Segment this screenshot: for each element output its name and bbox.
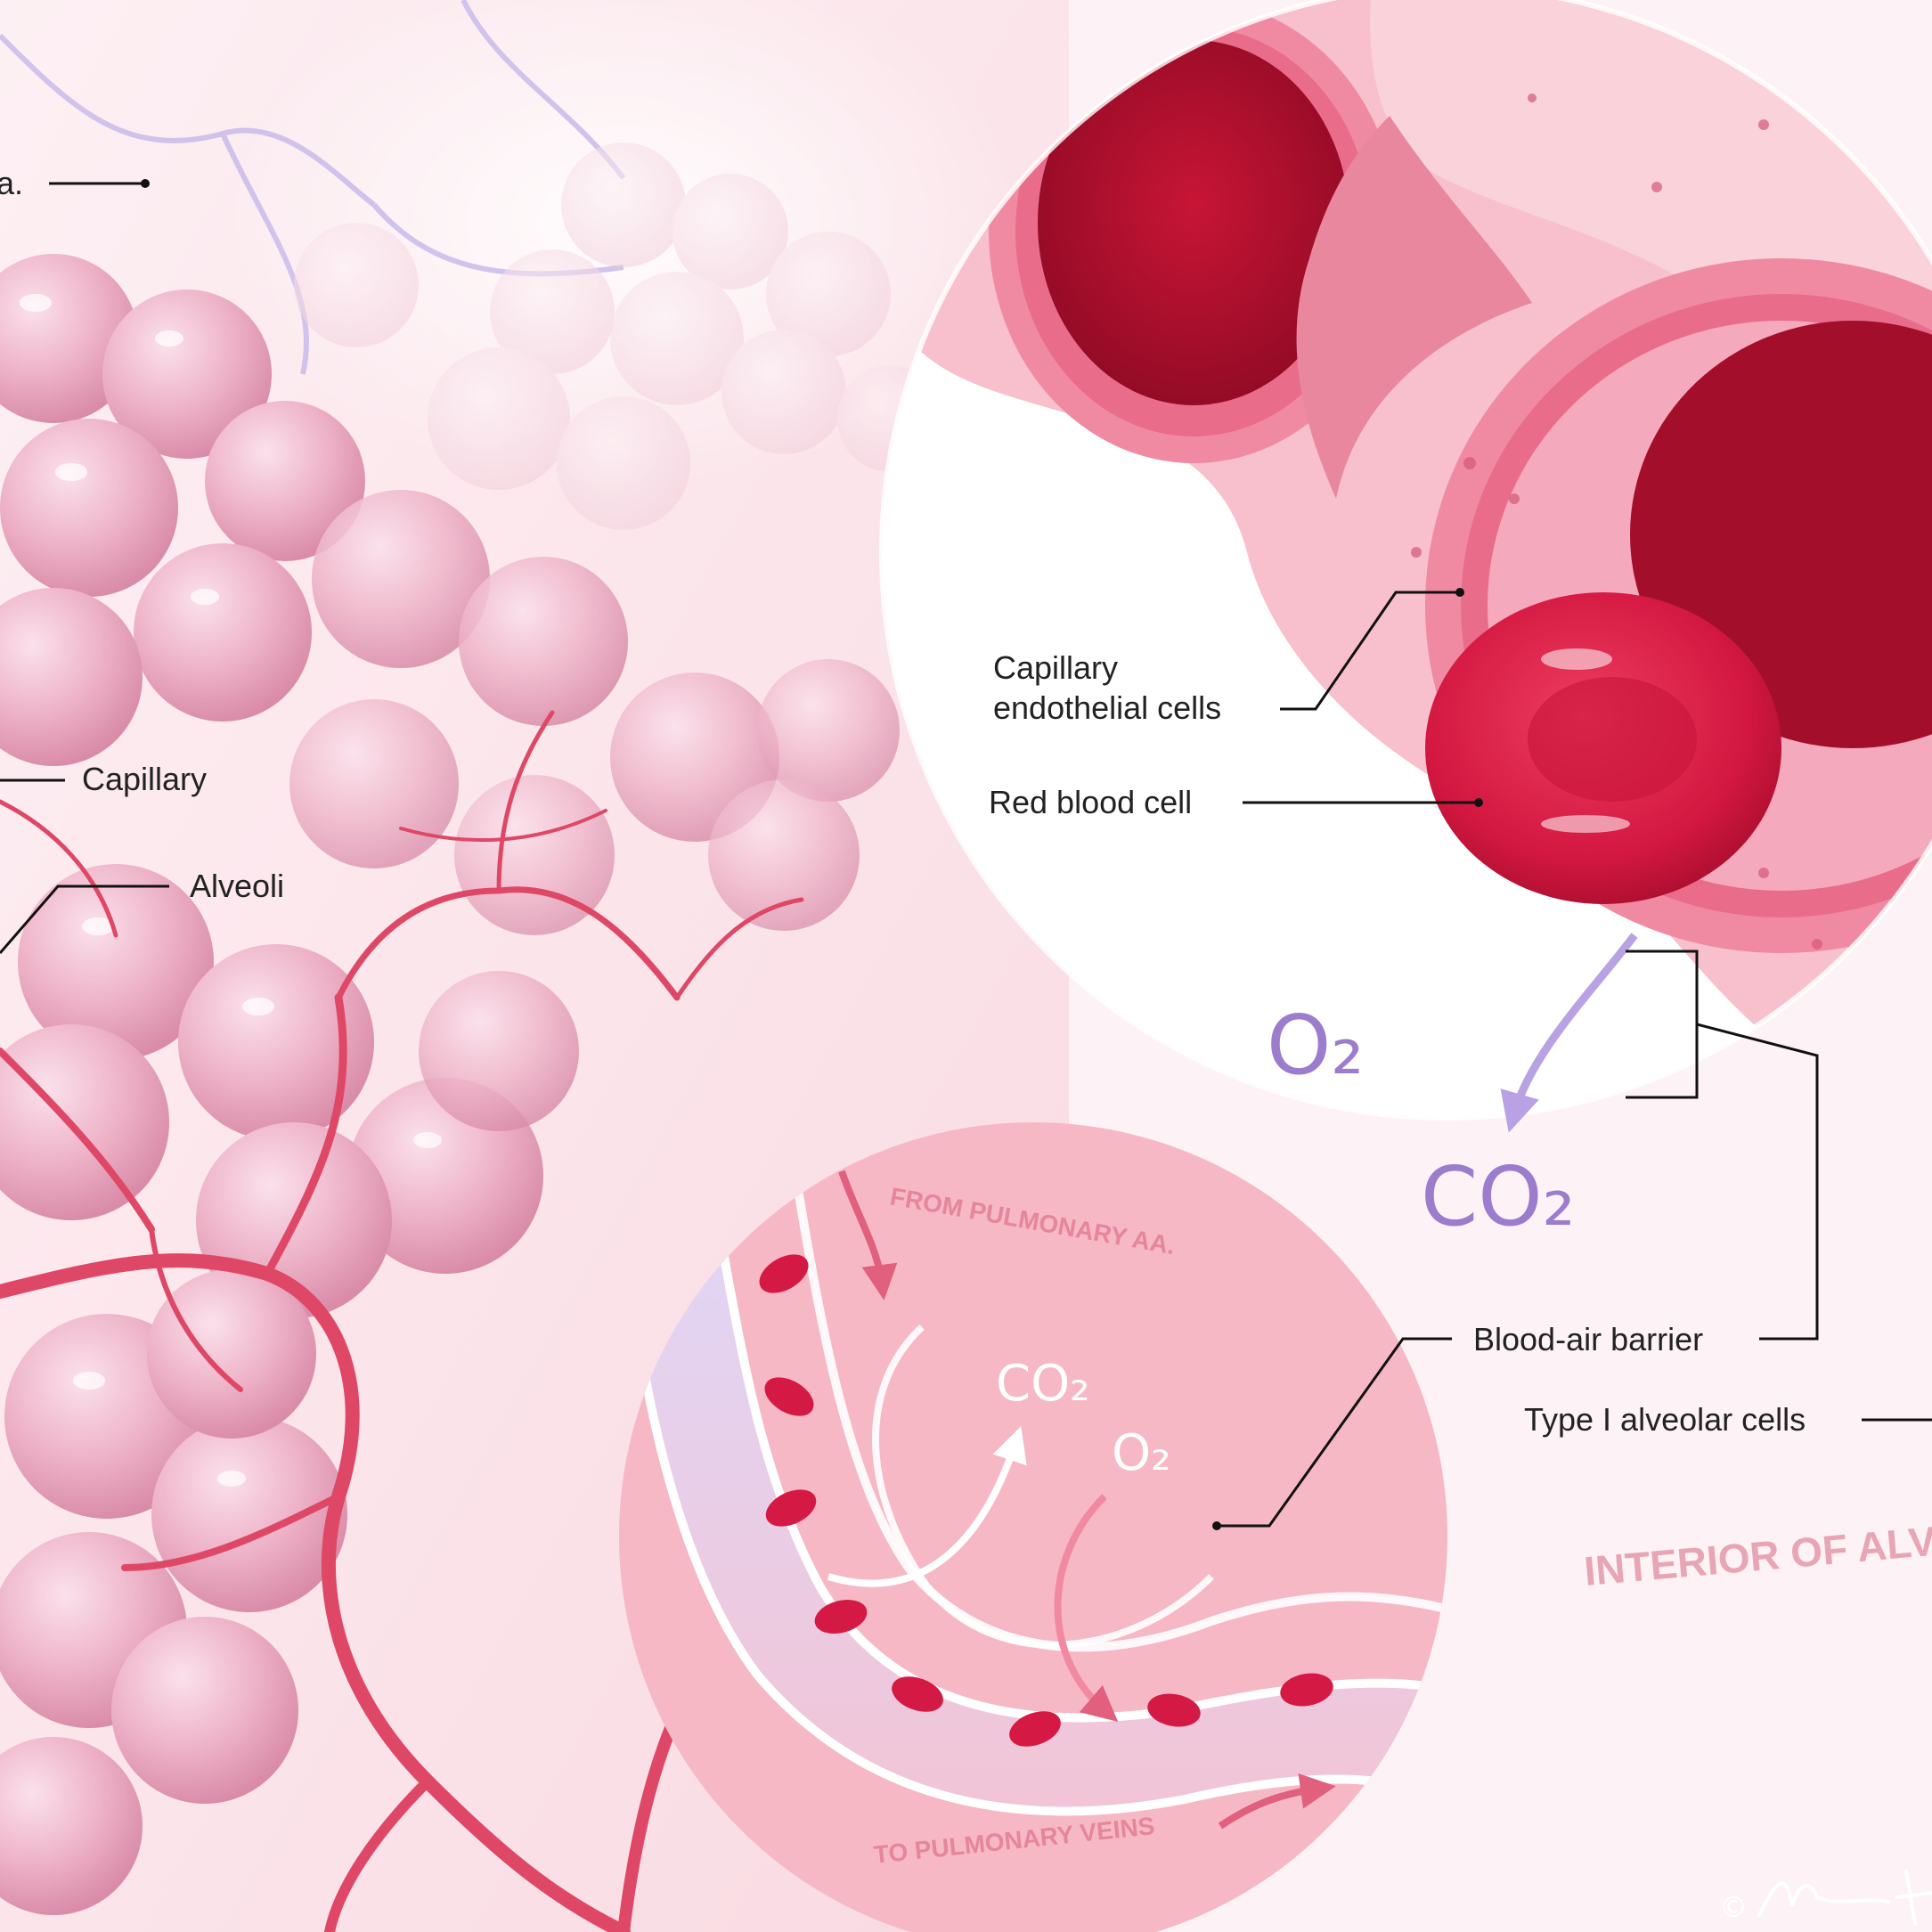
o2-arrow-magnified xyxy=(1405,909,1529,1029)
signature-scribble xyxy=(1757,1869,1932,1926)
blood-air-barrier-label: Blood-air barrier xyxy=(1473,1321,1703,1357)
red-blood-cell-label: Red blood cell xyxy=(989,784,1192,820)
capillary-endothelial-label-line2: endothelial cells xyxy=(993,689,1221,726)
capillary-label: Capillary xyxy=(82,761,207,797)
alveoli-label: Alveoli xyxy=(190,868,284,904)
label-alveoli-group: Alveoli xyxy=(0,868,284,954)
o2-label-large: O₂ xyxy=(1267,998,1364,1093)
co2-arrow-magnified xyxy=(1500,933,1638,1133)
label-top-left: a. xyxy=(0,165,150,201)
artist-signature: © xyxy=(1719,1869,1932,1926)
label-type1-alveolar-group: Type I alveolar cells xyxy=(1524,1401,1932,1438)
label-red-blood-cell-group: Red blood cell xyxy=(989,784,1483,820)
label-capillary-group: Capillary xyxy=(0,761,207,797)
alveoli-highlights xyxy=(20,294,442,1487)
label-capillary-endothelial-group: Capillary endothelial cells xyxy=(993,588,1464,726)
o2-label-small: O₂ xyxy=(1112,1424,1171,1482)
label-blood-air-barrier-group: Blood-air barrier xyxy=(1212,950,1819,1530)
schematic-diagram xyxy=(619,1157,1447,1830)
co2-label-small: CO₂ xyxy=(996,1355,1090,1413)
type1-alveolar-cells-label: Type I alveolar cells xyxy=(1524,1401,1806,1438)
alveoli-cluster xyxy=(0,254,900,1915)
top-left-label: a. xyxy=(0,165,23,201)
copyright-mark: © xyxy=(1719,1890,1748,1924)
co2-label-large: CO₂ xyxy=(1421,1149,1576,1244)
schematic-red-blood-cells xyxy=(759,1254,1333,1747)
magnifier-ring-large xyxy=(879,0,1932,1121)
capillary-endothelial-label-line1: Capillary xyxy=(993,649,1118,686)
